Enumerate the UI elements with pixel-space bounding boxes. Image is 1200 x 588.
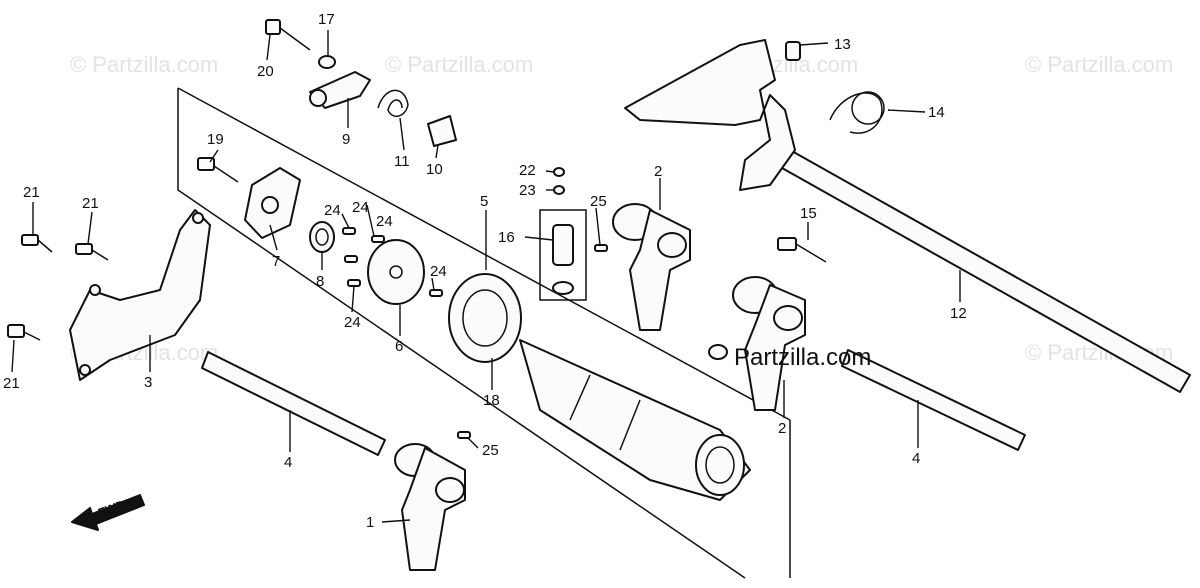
callout-5: 5 [480,193,488,210]
bracket-plate [69,209,211,381]
pin-24 [371,235,385,243]
collar-10 [427,115,457,147]
callout-15: 15 [800,205,817,222]
fork-shaft-4 [841,349,1026,451]
pin-24 [342,227,356,235]
callout-21: 21 [82,195,99,212]
bolt-21 [7,324,41,341]
stopper-arm-roller [309,89,327,107]
callout-2: 2 [654,163,662,180]
neutral-switch [552,224,574,266]
pin-25 [457,431,471,439]
small-bearing [309,221,335,253]
callout-10: 10 [426,161,443,178]
callout-9: 9 [342,131,350,148]
callout-14: 14 [928,104,945,121]
callout-13: 13 [834,36,851,53]
callout-1: 1 [366,514,374,531]
watermark: © Partzilla.com [1025,52,1173,77]
callout-24: 24 [430,263,447,280]
drum-center-plate [367,239,425,305]
washer-23 [553,185,565,195]
switch-washer [552,281,574,295]
screw-22 [553,167,565,177]
callout-24: 24 [324,202,341,219]
callout-3: 3 [144,374,152,391]
small-bearing-bore [315,228,329,246]
bolt-19 [197,157,239,183]
bolt-21 [21,234,53,253]
callouts: 1 2 2 3 4 4 5 6 7 8 9 10 11 12 13 14 15 … [3,11,967,531]
callout-4: 4 [284,454,292,471]
bolt-21 [75,243,109,261]
drum-center-hole [389,265,403,279]
callout-18: 18 [483,392,500,409]
callout-21: 21 [3,375,20,392]
callout-8: 8 [316,273,324,290]
callout-4: 4 [912,450,920,467]
callout-24: 24 [376,213,393,230]
assembly-frame-top [177,87,791,421]
pin-24 [344,255,358,263]
callout-2: 2 [778,420,786,437]
pin-24 [429,289,443,297]
callout-23: 23 [519,182,536,199]
assembly-frame [177,88,746,579]
callout-17: 17 [318,11,335,28]
fork-shaft-4 [201,351,386,456]
callout-16: 16 [498,229,515,246]
pin-24 [347,279,361,287]
callout-7: 7 [272,253,280,270]
callout-24: 24 [352,199,369,216]
spring-14 [829,92,883,134]
spring-14-coil [851,91,885,125]
shift-fork-2 [612,203,691,331]
callout-25: 25 [590,193,607,210]
watermark: © Partzilla.com [70,52,218,77]
callout-20: 20 [257,63,274,80]
callout-22: 22 [519,162,536,179]
shift-fork-1 [394,443,466,571]
callout-6: 6 [395,338,403,355]
drum-bearing-race [462,289,508,347]
watermark: © Partzilla.com [385,52,533,77]
shift-drum [519,339,751,501]
pin-25 [594,244,608,252]
fwd-arrow: FWD [71,494,145,531]
drum-bearing [448,273,522,363]
callout-12: 12 [950,305,967,322]
stopper-plate-hole [261,196,279,214]
callout-21: 21 [23,184,40,201]
shift-arm-assembly [624,39,796,191]
clip [708,344,728,360]
callout-11: 11 [394,153,410,170]
stud-15 [777,237,827,263]
callout-25: 25 [482,442,499,459]
neutral-switch-box [539,209,587,301]
shift-fork-2 [732,276,806,411]
spring-13 [785,41,801,61]
callout-19: 19 [207,131,224,148]
center-watermark: Partzilla.com [734,344,871,371]
bolt-20 [265,19,311,51]
spring-11 [377,89,409,117]
washer-17 [318,55,336,69]
callout-24: 24 [344,314,361,331]
leader-lines [11,30,961,523]
